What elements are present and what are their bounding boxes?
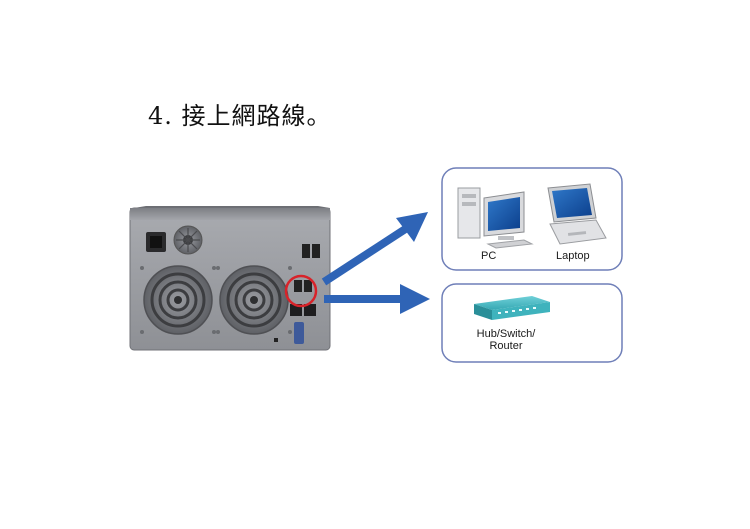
laptop-icon bbox=[547, 183, 607, 245]
lan-port-highlight bbox=[284, 274, 318, 308]
connection-diagram: PC Laptop Hub/Switch/ Router bbox=[128, 160, 626, 370]
hub-label-line1: Hub/Switch/ bbox=[476, 328, 536, 340]
step-title: 4. 接上網路線。 bbox=[148, 102, 332, 130]
laptop-label: Laptop bbox=[556, 250, 590, 262]
left-fan-icon bbox=[143, 265, 213, 335]
nas-back-panel-icon bbox=[129, 206, 331, 351]
pc-label: PC bbox=[481, 250, 497, 262]
hub-label: Hub/Switch/ Router bbox=[476, 328, 536, 352]
arrow-to-pc-laptop bbox=[321, 212, 428, 286]
diagram-canvas bbox=[129, 167, 623, 363]
arrow-to-hub bbox=[324, 284, 430, 314]
right-fan-icon bbox=[219, 265, 289, 335]
hub-label-line2: Router bbox=[489, 340, 523, 352]
desktop-pc-icon bbox=[457, 187, 534, 249]
network-switch-icon bbox=[474, 296, 550, 320]
